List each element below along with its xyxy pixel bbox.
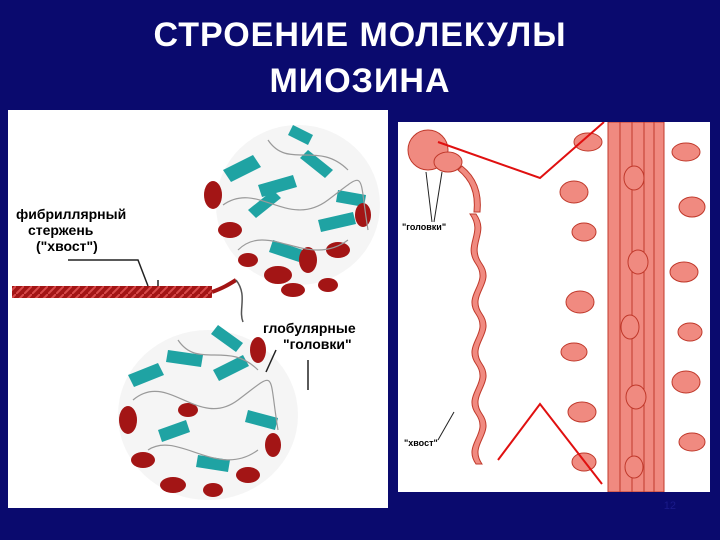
fibrillar-rod-tail (12, 278, 238, 298)
heads-label: глобулярные "головки" (263, 320, 356, 352)
tail-label-line-3: ("хвост") (36, 238, 98, 254)
myosin-schematic-illustration (407, 122, 706, 492)
myosin-schematic-panel: "головки" "хвост" (398, 122, 710, 492)
tail-label-line-1: фибриллярный (16, 206, 127, 222)
heads-label-line-2: "головки" (283, 336, 352, 352)
title-line-2: МИОЗИНА (269, 62, 451, 100)
heads-label-line-1: глобулярные (263, 320, 356, 336)
title-line-1: СТРОЕНИЕ МОЛЕКУЛЫ (153, 16, 567, 54)
myosin-ribbon-illustration (12, 125, 380, 500)
right-tail-label: "хвост" (404, 438, 438, 448)
myosin-ribbon-model-panel: фибриллярный стержень ("хвост") глобуляр… (8, 110, 388, 508)
red-pointer-lines (437, 122, 605, 485)
upper-globular-head (204, 125, 380, 297)
tail-label-line-2: стержень (28, 222, 94, 238)
label-pointers (68, 259, 309, 390)
right-heads-label: "головки" (402, 222, 447, 232)
page-number: 12 (663, 500, 676, 512)
lower-globular-head (118, 325, 298, 500)
single-myosin-molecule (407, 129, 487, 465)
thick-filament (559, 122, 706, 492)
tail-label: фибриллярный стержень ("хвост") (16, 206, 126, 254)
slide-title: СТРОЕНИЕ МОЛЕКУЛЫ МИОЗИНА (0, 12, 720, 104)
